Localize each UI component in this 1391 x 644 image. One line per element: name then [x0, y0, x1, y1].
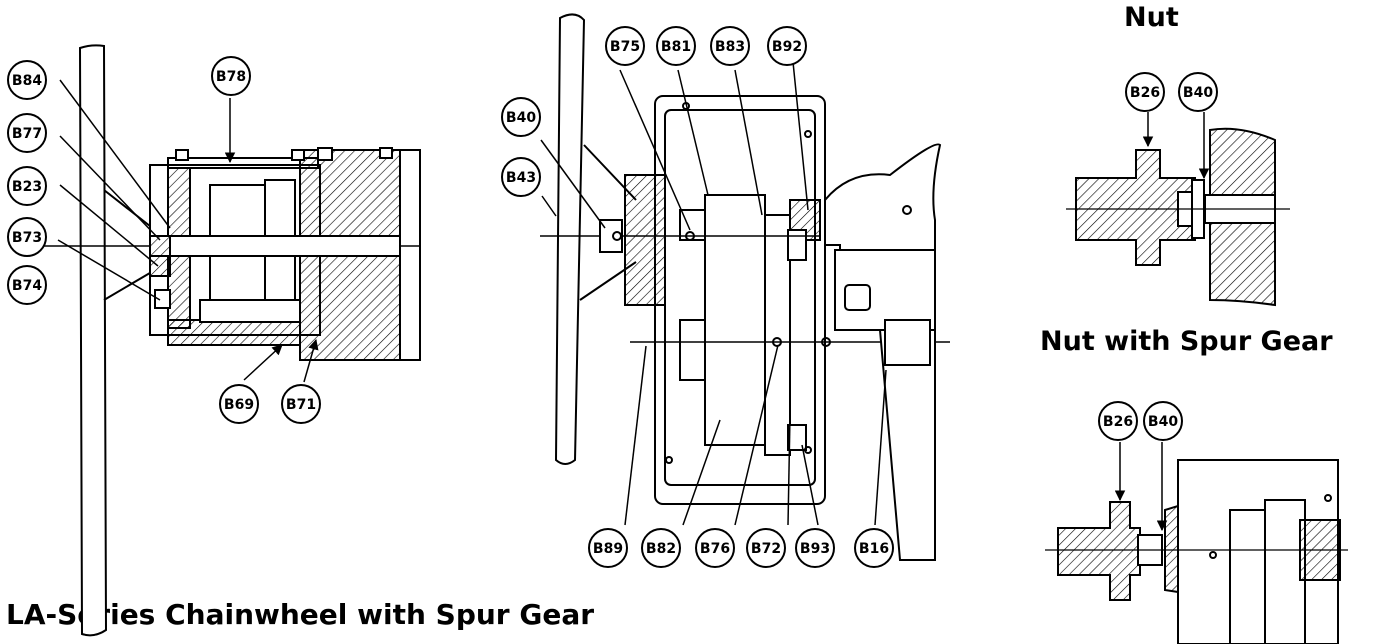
svg-text:B71: B71 [286, 397, 316, 413]
svg-text:B77: B77 [12, 126, 42, 142]
svg-text:B74: B74 [12, 278, 42, 294]
callout-B78: B78 [211, 56, 251, 96]
callout-B40-nut: B40 [1178, 72, 1218, 112]
svg-text:B75: B75 [610, 39, 640, 55]
svg-text:B40: B40 [506, 110, 536, 126]
svg-text:B40: B40 [1183, 85, 1213, 101]
svg-text:B69: B69 [224, 397, 254, 413]
svg-text:B73: B73 [12, 230, 42, 246]
svg-text:B26: B26 [1130, 85, 1160, 101]
svg-text:B23: B23 [12, 179, 42, 195]
svg-text:B72: B72 [751, 541, 781, 557]
svg-text:B43: B43 [506, 170, 536, 186]
center-assembly-view [540, 13, 950, 561]
svg-text:B84: B84 [12, 73, 42, 89]
callout-B74: B74 [7, 265, 47, 305]
callout-B40-spur: B40 [1143, 401, 1183, 441]
callout-B71: B71 [281, 384, 321, 424]
svg-text:B93: B93 [800, 541, 830, 557]
svg-text:B16: B16 [859, 541, 889, 557]
callout-B75: B75 [605, 26, 645, 66]
callout-B72: B72 [746, 528, 786, 568]
callout-B43: B43 [501, 157, 541, 197]
callout-bubbles: B84 B77 B23 B73 B74 B78 B69 B71 B40 B43 … [7, 26, 1218, 568]
callout-B82: B82 [641, 528, 681, 568]
nut-spur-title: Nut with Spur Gear [1040, 326, 1333, 357]
left-assembly-view [40, 44, 421, 637]
callout-leaders [57, 61, 1210, 532]
callout-B93: B93 [795, 528, 835, 568]
svg-text:B89: B89 [593, 541, 623, 557]
callout-B83: B83 [710, 26, 750, 66]
callout-B84: B84 [7, 60, 47, 100]
nut-view [1066, 127, 1290, 307]
callout-B69: B69 [219, 384, 259, 424]
svg-text:B83: B83 [715, 39, 745, 55]
callout-B23: B23 [7, 166, 47, 206]
callout-B26-spur: B26 [1098, 401, 1138, 441]
callout-B92: B92 [767, 26, 807, 66]
nut-spur-view [1045, 459, 1348, 644]
callout-B16: B16 [854, 528, 894, 568]
svg-text:B82: B82 [646, 541, 676, 557]
svg-text:B78: B78 [216, 69, 246, 85]
svg-text:B26: B26 [1103, 414, 1133, 430]
callout-B40-center: B40 [501, 97, 541, 137]
nut-title: Nut [1124, 2, 1179, 33]
callout-B76: B76 [695, 528, 735, 568]
svg-text:B92: B92 [772, 39, 802, 55]
callout-B73: B73 [7, 217, 47, 257]
callout-B26-nut: B26 [1125, 72, 1165, 112]
svg-text:B76: B76 [700, 541, 730, 557]
callout-B77: B77 [7, 113, 47, 153]
callout-B81: B81 [656, 26, 696, 66]
svg-text:B40: B40 [1148, 414, 1178, 430]
callout-B89: B89 [588, 528, 628, 568]
svg-text:B81: B81 [661, 39, 691, 55]
